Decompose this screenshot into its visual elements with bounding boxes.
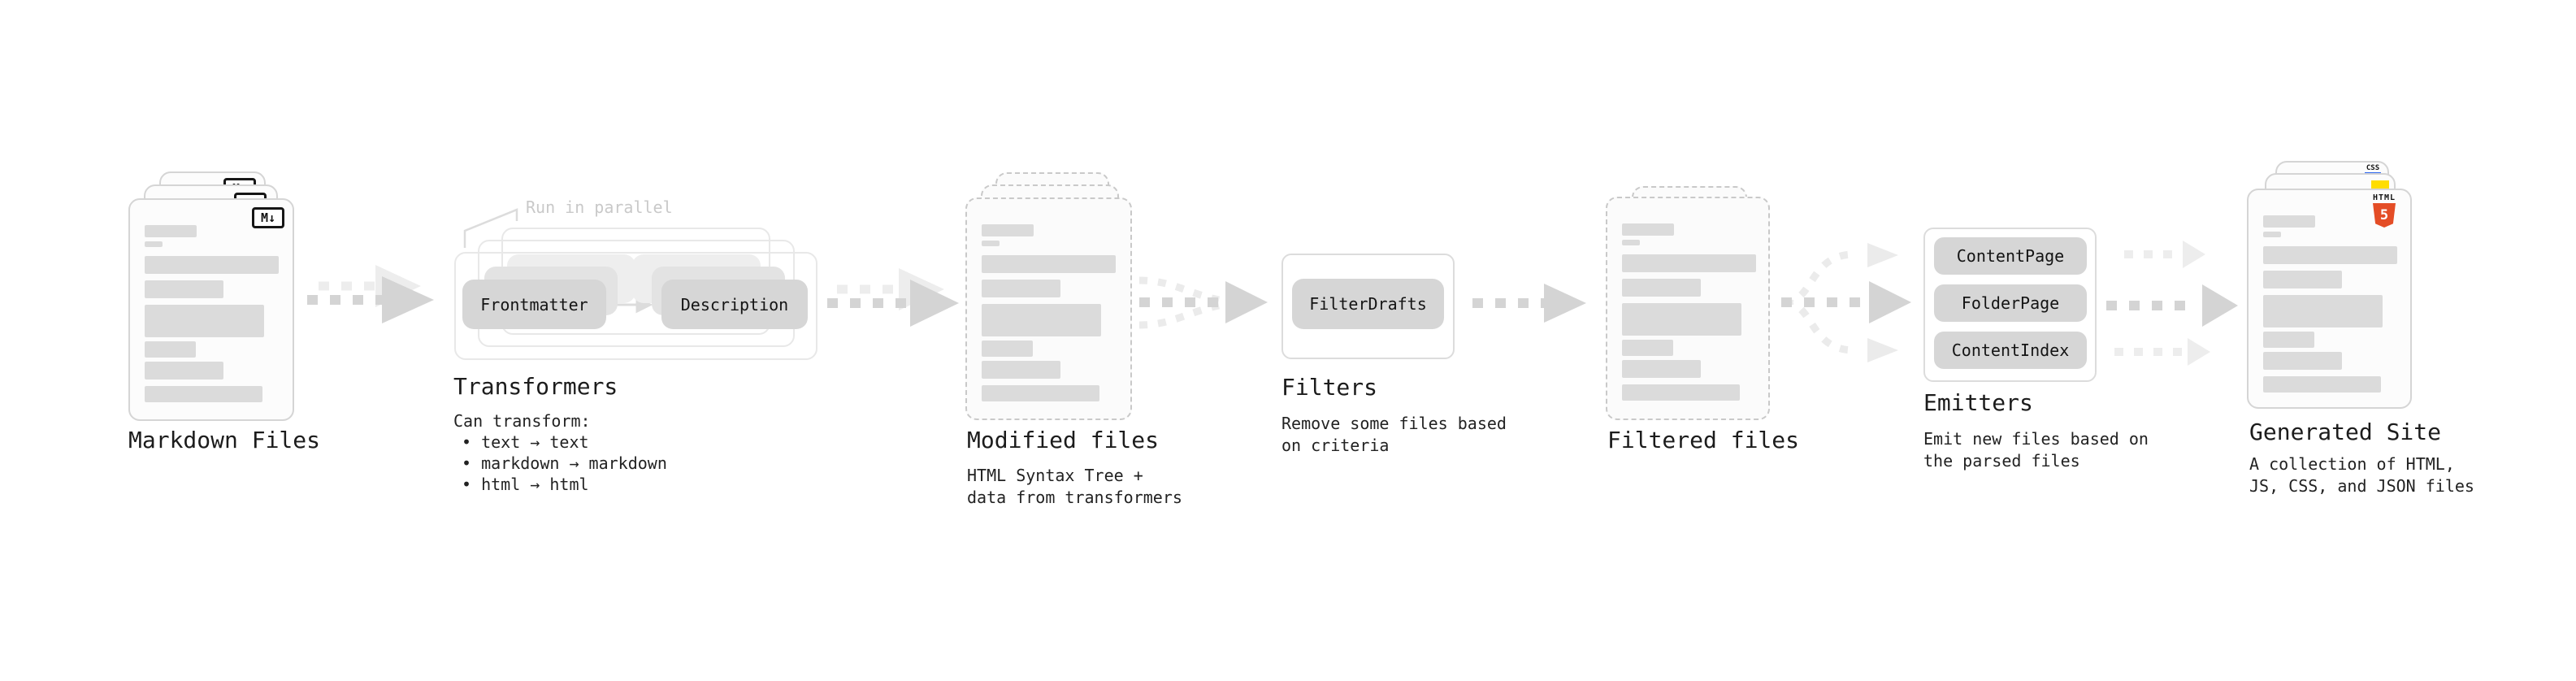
transformers-desc-intro: Can transform: [453,411,591,431]
text-placeholder-bar [2263,232,2281,237]
text-placeholder-bar [145,256,279,274]
text-placeholder-bar [1622,303,1741,336]
text-placeholder-bar [2263,295,2383,327]
text-placeholder-bar [2263,246,2397,264]
js-icon [2371,180,2389,189]
text-placeholder-bar [982,385,1099,401]
markdown-files-label: Markdown Files [128,427,321,453]
text-placeholder-bar [2263,352,2342,370]
text-placeholder-bar [1622,384,1740,401]
description-pill: Description [661,280,808,329]
text-placeholder-bar [982,304,1101,336]
text-placeholder-bar [1622,279,1701,297]
modified-files-label: Modified files [967,427,1160,453]
filtered-file-card-front [1606,197,1770,420]
markdown-file-card-front: M↓ [128,198,294,421]
text-placeholder-bar [145,241,163,247]
text-placeholder-bar [145,386,262,402]
filters-desc: Remove some files based on criteria [1281,414,1507,455]
arrow-markdown-to-transformers [307,265,434,323]
text-placeholder-bar [2263,332,2314,348]
generated-site-desc: A collection of HTML, JS, CSS, and JSON … [2249,454,2474,496]
frontmatter-pill: Frontmatter [462,280,606,329]
text-placeholder-bar [982,340,1033,357]
arrow-emitters-to-generated [2106,241,2238,366]
text-placeholder-bar [1622,240,1640,245]
arrow-modified-to-filters [1138,276,1268,329]
text-placeholder-bar [145,280,223,298]
emitters-heading: Emitters [1923,389,2033,416]
text-placeholder-bar [145,305,264,337]
generated-site-label: Generated Site [2249,419,2442,445]
text-placeholder-bar [145,341,196,358]
text-placeholder-bar [2263,215,2315,228]
transform-bullet: • text → text [462,432,589,452]
emitter-pill-contentindex: ContentIndex [1934,332,2087,369]
text-placeholder-bar [982,280,1060,297]
text-placeholder-bar [2263,376,2381,393]
filterdrafts-pill: FilterDrafts [1292,279,1444,329]
filters-heading: Filters [1281,374,1378,401]
text-placeholder-bar [982,241,1000,246]
transformers-heading: Transformers [453,373,618,400]
text-placeholder-bar [1622,223,1674,236]
text-placeholder-bar [982,224,1034,236]
text-placeholder-bar [1622,340,1673,356]
generated-file-card-front: HTML 5 [2247,189,2412,409]
html5-icon: HTML 5 [2370,194,2399,232]
arrow-transformers-to-modified [827,268,959,327]
text-placeholder-bar [145,362,223,380]
emitter-pill-contentpage: ContentPage [1934,237,2087,275]
transformer-layer-front [454,252,817,360]
markdown-icon: M↓ [252,207,284,228]
text-placeholder-bar [2263,271,2342,288]
modified-file-card-front [965,197,1132,420]
text-placeholder-bar [1622,360,1701,378]
transformers-bullet-list: • text → text • markdown → markdown • ht… [462,432,667,495]
transform-bullet: • markdown → markdown [462,453,667,473]
emitter-pill-folderpage: FolderPage [1934,284,2087,322]
run-in-parallel-leader [463,208,518,248]
filtered-files-label: Filtered files [1607,427,1800,453]
text-placeholder-bar [1622,254,1756,272]
run-in-parallel-annotation: Run in parallel [526,197,673,217]
text-placeholder-bar [982,361,1060,379]
arrow-filters-to-filtered [1472,284,1586,323]
arrow-filtered-to-emitters [1781,243,1911,362]
text-placeholder-bar [145,225,197,237]
modified-files-desc: HTML Syntax Tree + data from transformer… [967,466,1182,507]
text-placeholder-bar [982,255,1116,273]
emitters-desc: Emit new files based on the parsed files [1923,429,2149,471]
transform-bullet: • html → html [462,475,589,494]
